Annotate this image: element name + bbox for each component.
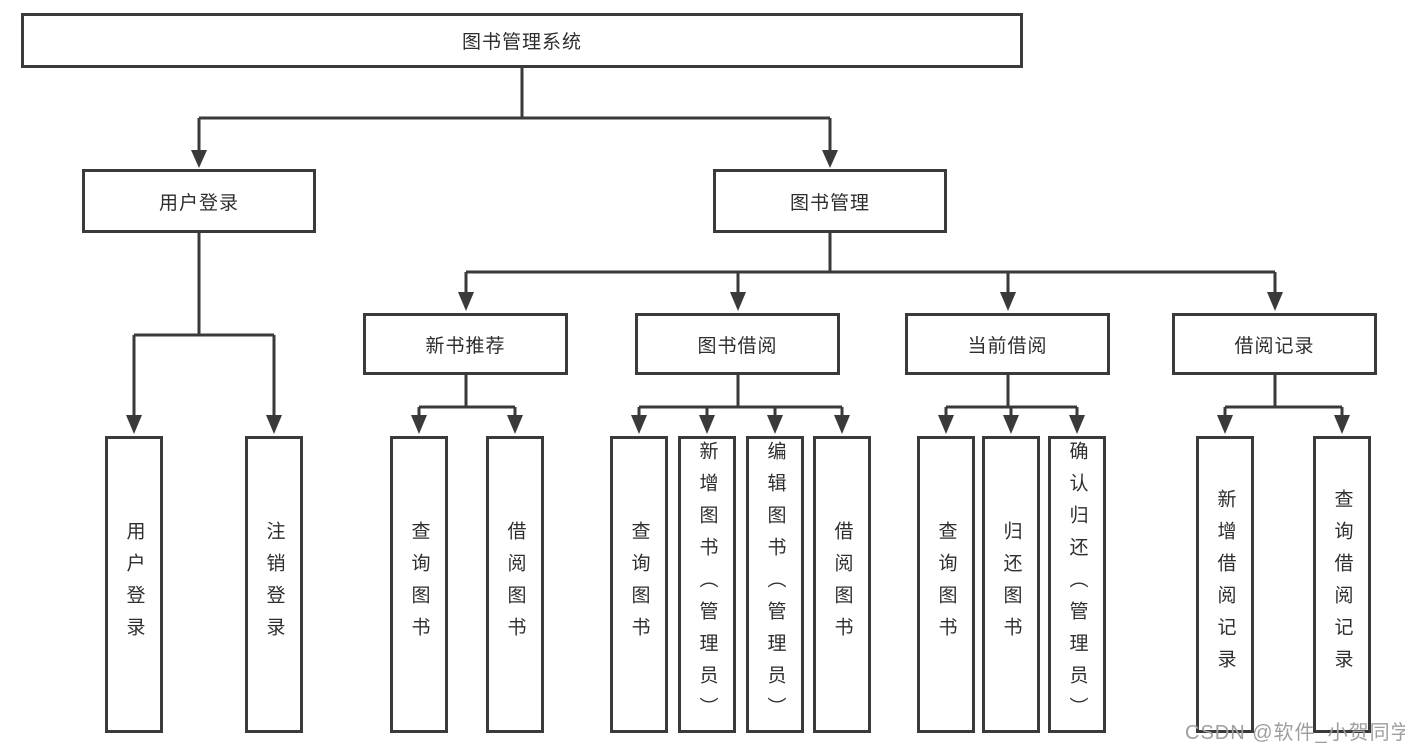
node-current-borrow: 当前借阅 [905, 313, 1110, 375]
node-current-borrow-label: 当前借阅 [967, 335, 1048, 357]
leaf-query-borrow-record: 查询借阅记录 [1313, 436, 1371, 733]
node-user-login-label: 用户登录 [158, 192, 239, 214]
leaf-borrow-book-label: 借阅图书 [831, 520, 853, 649]
leaf-user-login: 用户登录 [105, 436, 163, 733]
node-book-borrow: 图书借阅 [635, 313, 840, 375]
leaf-query-borrow-record-label: 查询借阅记录 [1331, 488, 1353, 681]
node-user-login: 用户登录 [82, 169, 316, 233]
node-borrow-records-label: 借阅记录 [1234, 335, 1315, 357]
connector-tree [126, 68, 1350, 434]
node-library-system: 图书管理系统 [21, 13, 1023, 68]
csdn-watermark: CSDN @软件_小贺同学 [1185, 722, 1405, 744]
leaf-logout-label: 注销登录 [263, 520, 285, 649]
leaf-confirm-return-admin-label: 确认归还（管理员） [1066, 440, 1088, 729]
leaf-confirm-return-admin: 确认归还（管理员） [1048, 436, 1106, 733]
leaf-borrow-book-recommend: 借阅图书 [486, 436, 544, 733]
leaf-add-book-admin: 新增图书（管理员） [678, 436, 736, 733]
leaf-borrow-book: 借阅图书 [813, 436, 871, 733]
leaf-user-login-label: 用户登录 [123, 520, 145, 649]
leaf-query-book-recommend-label: 查询图书 [408, 520, 430, 649]
leaf-return-book: 归还图书 [982, 436, 1040, 733]
leaf-add-borrow-record: 新增借阅记录 [1196, 436, 1254, 733]
node-library-system-label: 图书管理系统 [461, 32, 582, 53]
leaf-query-book-current-label: 查询图书 [935, 520, 957, 649]
leaf-query-book-recommend: 查询图书 [390, 436, 448, 733]
node-book-borrow-label: 图书借阅 [697, 335, 778, 357]
node-book-management-label: 图书管理 [789, 192, 870, 214]
leaf-query-book-borrow-label: 查询图书 [628, 520, 650, 649]
leaf-borrow-book-recommend-label: 借阅图书 [504, 520, 526, 649]
leaf-return-book-label: 归还图书 [1000, 520, 1022, 649]
leaf-logout: 注销登录 [245, 436, 303, 733]
node-new-book-recommend: 新书推荐 [363, 313, 568, 375]
node-borrow-records: 借阅记录 [1172, 313, 1377, 375]
node-book-management: 图书管理 [713, 169, 947, 233]
node-new-book-recommend-label: 新书推荐 [425, 335, 506, 357]
leaf-edit-book-admin: 编辑图书（管理员） [746, 436, 804, 733]
leaf-add-book-admin-label: 新增图书（管理员） [696, 440, 718, 729]
leaf-add-borrow-record-label: 新增借阅记录 [1214, 488, 1236, 681]
leaf-query-book-borrow: 查询图书 [610, 436, 668, 733]
leaf-edit-book-admin-label: 编辑图书（管理员） [764, 440, 786, 729]
leaf-query-book-current: 查询图书 [917, 436, 975, 733]
